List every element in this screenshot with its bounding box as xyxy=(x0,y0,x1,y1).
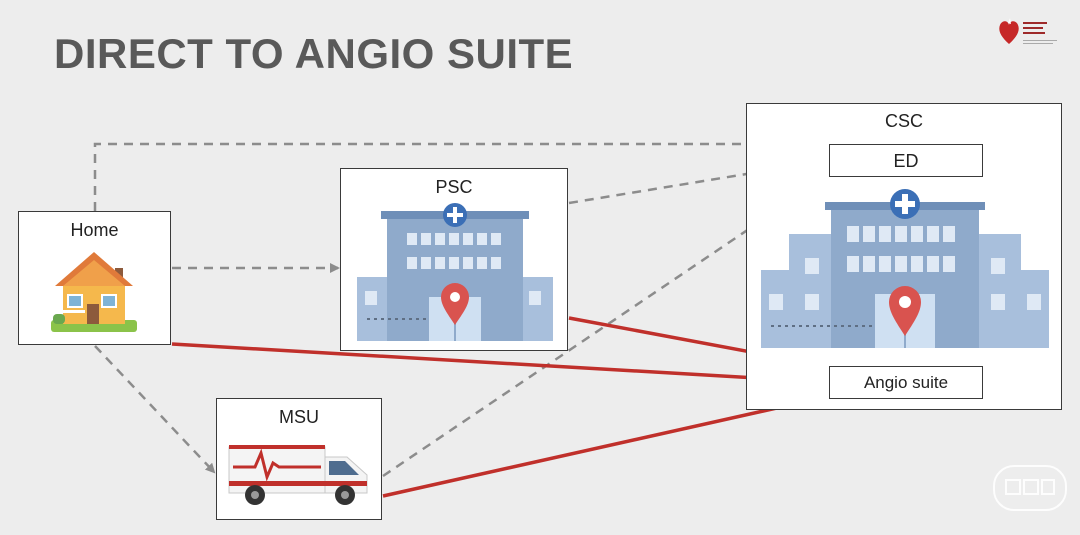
watermark-logo xyxy=(993,465,1067,511)
ambulance-icon xyxy=(228,445,368,505)
ed-node: ED xyxy=(829,144,983,177)
csc-label: CSC xyxy=(884,111,923,131)
angio-suite-node: Angio suite xyxy=(829,366,983,399)
home-node: Home xyxy=(18,211,171,345)
edge-msu-to-angio xyxy=(382,393,828,498)
msu-node: MSU xyxy=(216,398,382,520)
edge-psc-to-ed xyxy=(568,157,828,205)
msu-label: MSU xyxy=(279,407,319,427)
csc-node: CSC xyxy=(746,103,1062,410)
home-label: Home xyxy=(70,220,119,240)
angio-suite-label: Angio suite xyxy=(863,373,949,392)
heart-torch-logo xyxy=(999,18,1057,44)
psc-label: PSC xyxy=(435,177,473,197)
slide-title: DIRECT TO ANGIO SUITE xyxy=(54,30,574,77)
house-icon xyxy=(51,252,137,332)
ed-label: ED xyxy=(893,151,919,171)
psc-node: PSC xyxy=(340,168,568,351)
edge-home-to-ed xyxy=(93,139,828,211)
edge-home-to-msu xyxy=(94,345,216,474)
edge-home-to-angio xyxy=(171,342,828,388)
hospital-icon xyxy=(357,203,553,341)
hospital-icon xyxy=(761,189,1049,348)
